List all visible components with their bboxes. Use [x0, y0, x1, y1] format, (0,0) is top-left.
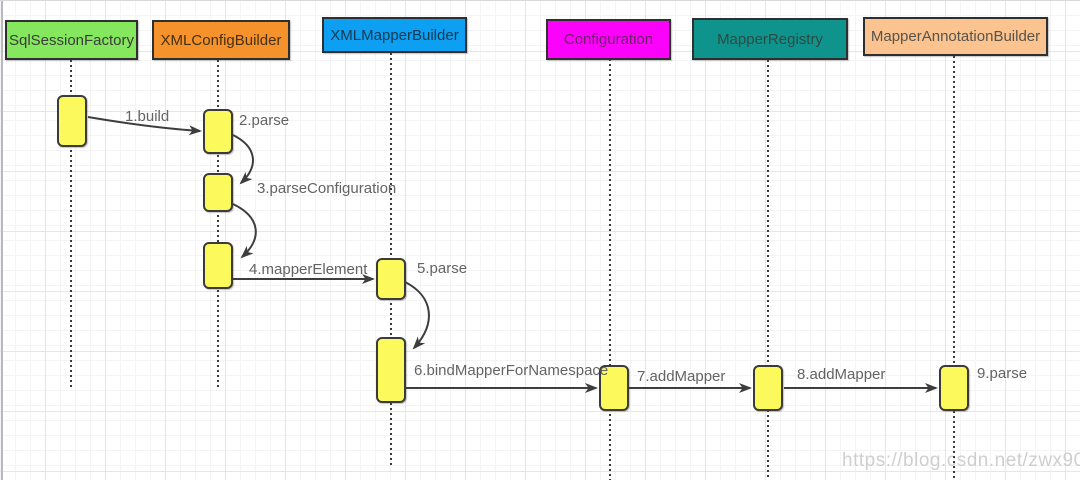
lifeline-mapperregistry	[767, 60, 769, 480]
participant-mapperregistry: MapperRegistry	[692, 18, 848, 60]
message-label-9: 9.parse	[977, 365, 1028, 382]
activation-sqlsessionfactory-1	[57, 95, 87, 147]
message-label-7: 7.addMapper	[637, 368, 726, 385]
activation-mapperregistry-1	[753, 365, 783, 411]
message-label-2: 2.parse	[239, 112, 290, 129]
activation-configuration-1	[599, 365, 629, 411]
lifeline-mapperannotationbuilder	[953, 56, 955, 480]
lifeline-configuration	[609, 59, 611, 480]
message-label-5: 5.parse	[417, 260, 468, 277]
participant-configuration: Configuration	[546, 19, 671, 60]
message-label-6: 6.bindMapperForNamespace	[414, 362, 609, 379]
arrow-3-parseconfiguration	[232, 203, 257, 259]
canvas-top-edge	[0, 0, 1080, 1]
activation-mapperannotationbuilder-1	[939, 365, 969, 411]
watermark-url: https://blog.csdn.net/zwx900102	[842, 450, 1080, 471]
lifeline-xmlconfigbuilder	[217, 60, 219, 390]
participant-mapperannotationbuilder: MapperAnnotationBuilder	[863, 17, 1048, 56]
activation-xmlmapperbuilder-1	[376, 258, 406, 300]
arrow-5-parse	[404, 281, 430, 350]
lifeline-sqlsessionfactory	[70, 60, 72, 388]
activation-xmlconfigbuilder-3	[203, 242, 233, 289]
canvas-left-edge	[1, 0, 3, 480]
activation-xmlconfigbuilder-2	[203, 173, 233, 212]
arrow-2-parse	[232, 134, 254, 185]
message-label-3: 3.parseConfiguration	[257, 180, 397, 197]
activation-xmlmapperbuilder-2	[376, 337, 406, 403]
participant-xmlmapperbuilder: XMLMapperBuilder	[322, 17, 467, 53]
activation-xmlconfigbuilder-1	[203, 109, 233, 154]
participant-xmlconfigbuilder: XMLConfigBuilder	[152, 20, 290, 60]
participant-sqlsessionfactory: SqlSessionFactory	[5, 20, 138, 60]
message-label-1: 1.build	[125, 108, 170, 125]
message-label-4: 4.mapperElement	[249, 261, 368, 278]
message-label-8: 8.addMapper	[797, 366, 886, 383]
